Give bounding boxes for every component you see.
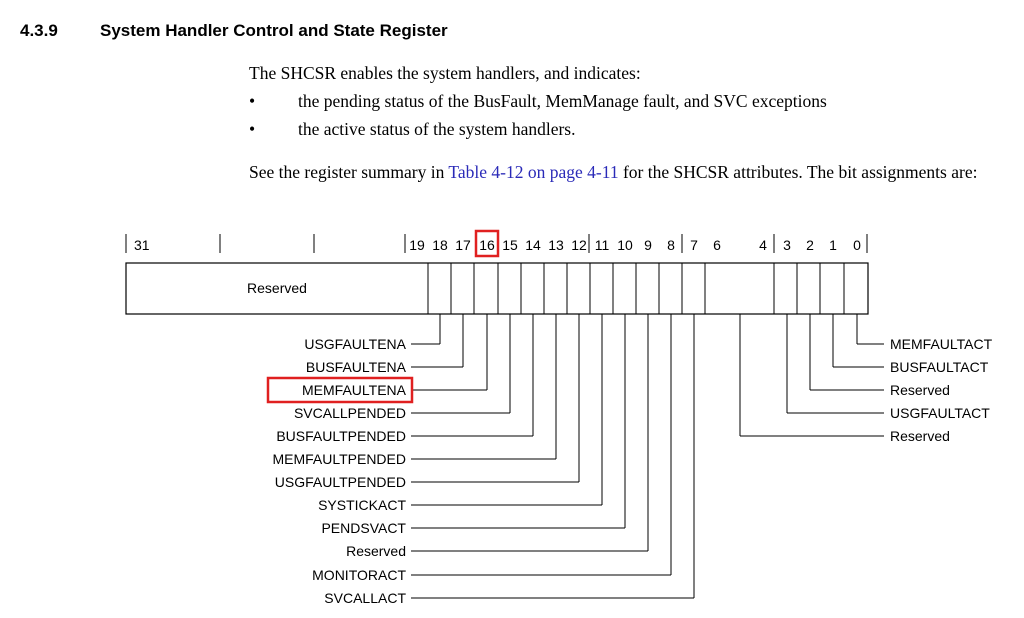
see-text-before: See the register summary in (249, 162, 449, 182)
right-field-label: MEMFAULTACT (890, 336, 993, 352)
bit-number-label: 4 (759, 237, 767, 253)
left-field-label: SVCALLPENDED (294, 405, 406, 421)
reserved-field-label: Reserved (247, 280, 307, 296)
see-paragraph: See the register summary in Table 4-12 o… (249, 160, 989, 185)
left-field-label: SYSTICKACT (318, 497, 406, 513)
bit-number-label: 12 (571, 237, 587, 253)
bit-number-label: 31 (134, 237, 150, 253)
bullet-text: the pending status of the BusFault, MemM… (298, 91, 827, 111)
register-body (125, 262, 869, 315)
left-field-label: Reserved (346, 543, 406, 559)
section-number: 4.3.9 (20, 21, 58, 40)
left-field-label: PENDSVACT (321, 520, 406, 536)
see-text-after: for the SHCSR attributes. The bit assign… (618, 162, 978, 182)
bullet-marker: • (249, 91, 256, 111)
bit-number-label: 19 (409, 237, 425, 253)
left-field-label: BUSFAULTENA (306, 359, 407, 375)
bit-number-label: 1 (829, 237, 837, 253)
left-field-label: SVCALLACT (324, 590, 406, 606)
bit-number-label: 2 (806, 237, 814, 253)
bit-number-label: 16 (479, 237, 495, 253)
bit-number-label: 6 (713, 237, 721, 253)
right-field-label: BUSFAULTACT (890, 359, 989, 375)
left-field-label: MEMFAULTENA (302, 382, 407, 398)
bit-16-highlight (474, 229, 500, 258)
bit-number-label: 0 (853, 237, 861, 253)
section-title: System Handler Control and State Registe… (100, 21, 448, 40)
bit-number-label: 11 (595, 237, 610, 253)
bit-number-label: 9 (644, 237, 652, 253)
bit-number-label: 18 (432, 237, 448, 253)
table-link[interactable]: Table 4-12 on page 4-11 (448, 162, 619, 182)
bit-number-label: 14 (525, 237, 541, 253)
bullet-text: the active status of the system handlers… (298, 119, 576, 139)
left-field-label: USGFAULTPENDED (275, 474, 406, 490)
right-field-label: Reserved (890, 382, 950, 398)
left-field-label: BUSFAULTPENDED (276, 428, 406, 444)
bit-number-label: 10 (617, 237, 633, 253)
bit-number-label: 17 (455, 237, 471, 253)
bit-number-label: 13 (548, 237, 564, 253)
bullet-marker: • (249, 119, 256, 139)
right-field-label: USGFAULTACT (890, 405, 990, 421)
left-field-label: MONITORACT (312, 567, 406, 583)
bit-number-label: 8 (667, 237, 675, 253)
bit-number-label: 15 (502, 237, 518, 253)
right-field-label: Reserved (890, 428, 950, 444)
bit-number-label: 7 (690, 237, 698, 253)
memfaultena-highlight (266, 376, 414, 404)
left-field-label: USGFAULTENA (304, 336, 406, 352)
left-field-label: MEMFAULTPENDED (272, 451, 406, 467)
bit-number-label: 3 (783, 237, 791, 253)
intro-text: The SHCSR enables the system handlers, a… (249, 63, 641, 83)
